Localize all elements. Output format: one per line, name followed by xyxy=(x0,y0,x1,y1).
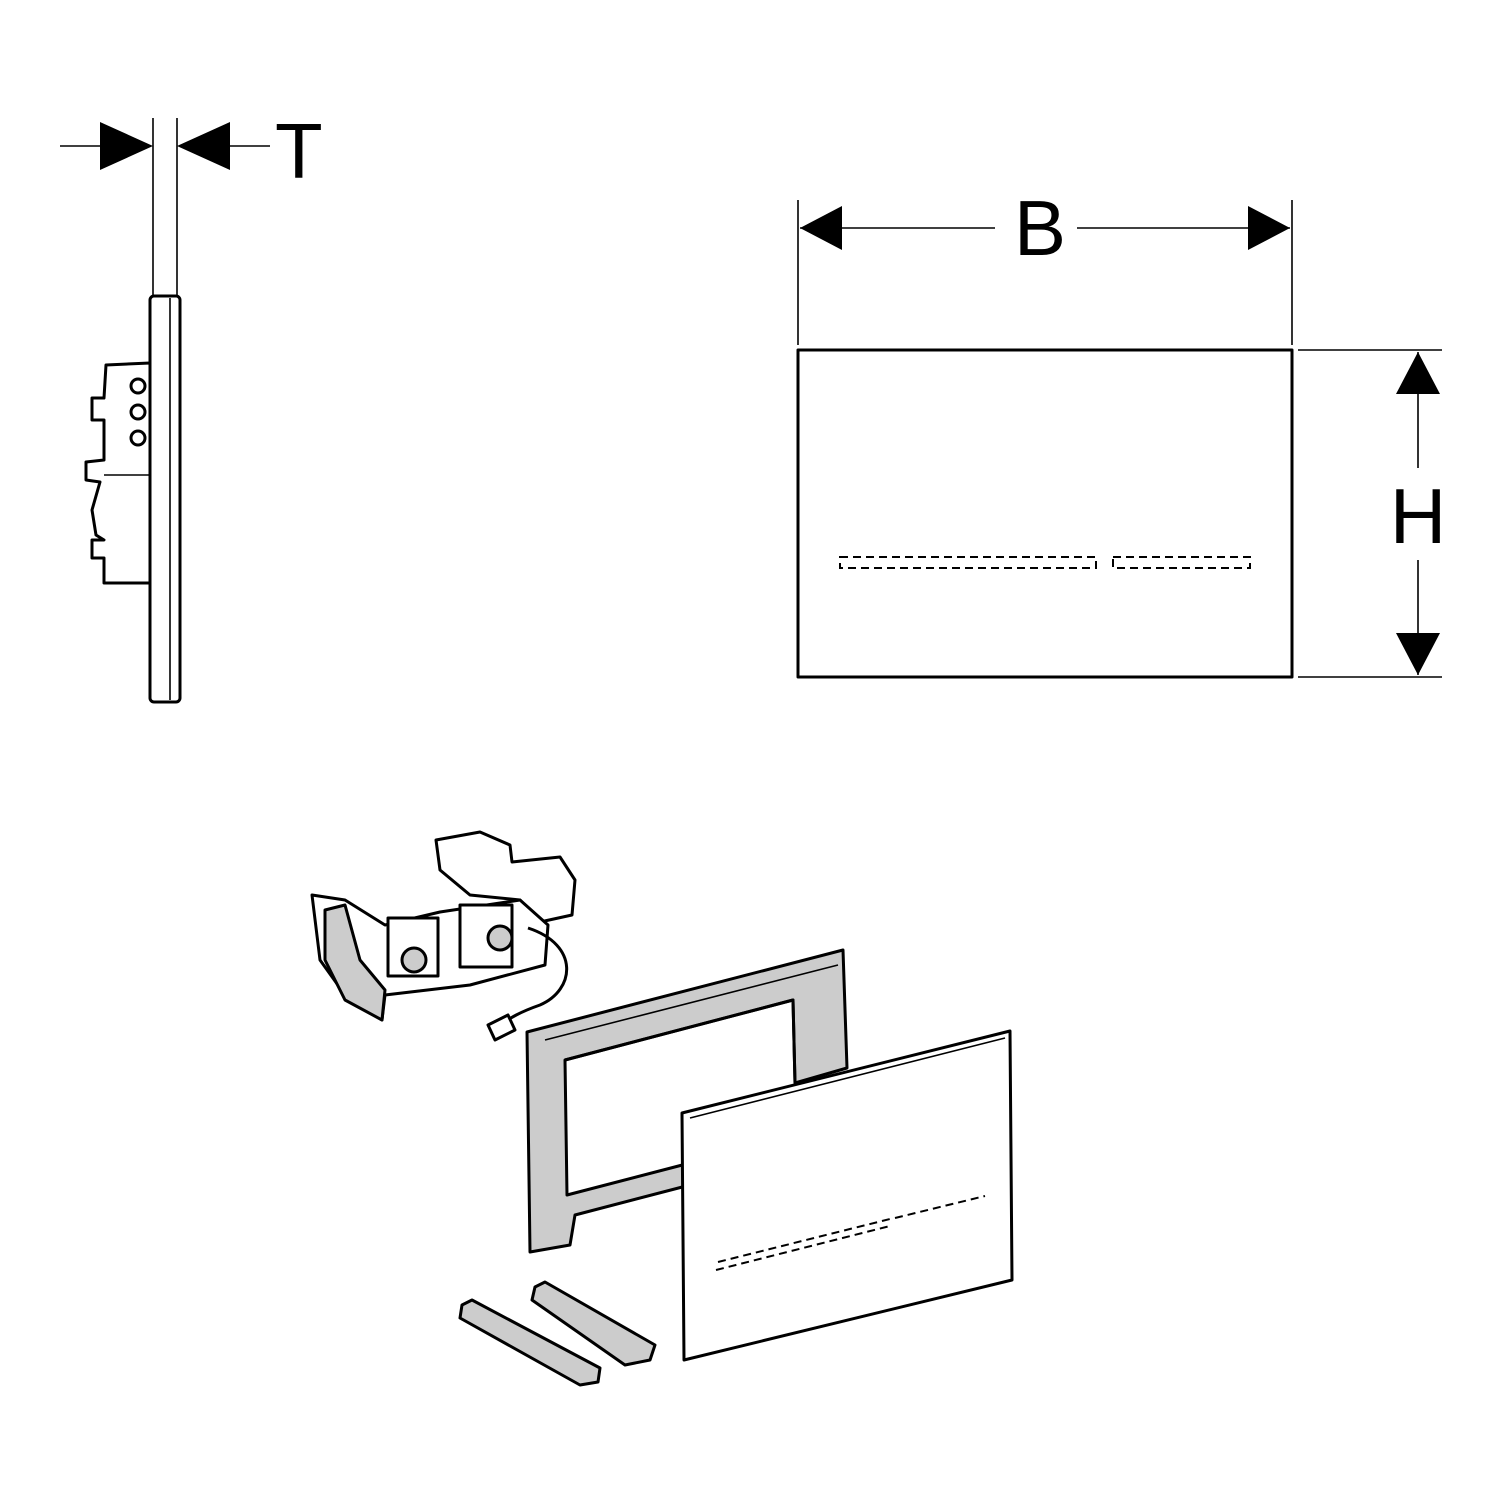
height-label: H xyxy=(1390,472,1446,560)
cable xyxy=(499,926,569,1027)
bracket-side xyxy=(323,903,387,1022)
arrow-right-icon xyxy=(1248,206,1290,250)
electronic-module xyxy=(310,830,577,1042)
sensor-zone-large xyxy=(839,556,1097,569)
arrow-left-icon xyxy=(800,206,842,250)
screw-icon xyxy=(129,429,147,447)
side-module xyxy=(84,361,152,585)
cover-plate xyxy=(680,1029,1014,1362)
width-label: B xyxy=(1014,184,1066,272)
power-unit xyxy=(434,830,577,924)
thickness-label: T xyxy=(275,107,323,195)
mounting-frame xyxy=(525,948,849,1254)
sensor-zone-small xyxy=(894,1195,986,1219)
sensor-zone-large xyxy=(715,1225,891,1271)
arrow-up-icon xyxy=(1396,352,1440,394)
sensor-zone-small xyxy=(1112,556,1251,569)
arrow-right-icon xyxy=(100,122,153,170)
front-plate xyxy=(796,348,1294,679)
screw-icon xyxy=(129,377,147,395)
frame-rib-line xyxy=(544,964,839,1041)
side-plate xyxy=(148,294,182,704)
cover-plate-edge xyxy=(689,1037,1006,1119)
sensor-zone-large-top xyxy=(717,1218,891,1263)
cover-plate-face xyxy=(680,1029,1014,1362)
frame-inner-edge xyxy=(564,998,797,1084)
arrow-down-icon xyxy=(1396,633,1440,675)
screw-icon xyxy=(129,403,147,421)
valve-left-knob xyxy=(400,946,428,974)
cable-plug xyxy=(486,1013,517,1042)
actuator-rod-left xyxy=(458,1298,602,1387)
valve-right-knob xyxy=(486,924,514,952)
front-view: B H xyxy=(796,184,1446,679)
actuator-rod-right xyxy=(530,1280,657,1367)
arrow-left-icon xyxy=(177,122,230,170)
frame-outline xyxy=(525,948,849,1254)
exploded-view xyxy=(310,830,1014,1387)
side-view: T xyxy=(60,107,323,704)
actuator-rods xyxy=(458,1280,657,1387)
